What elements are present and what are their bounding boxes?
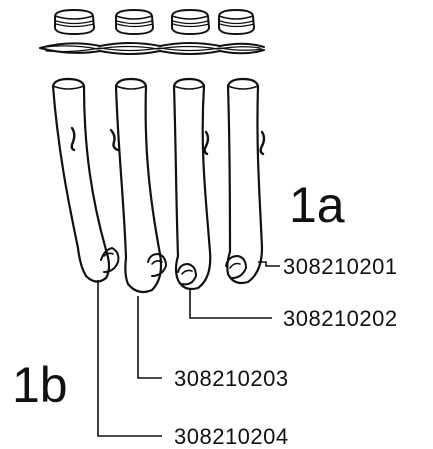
leader-line-308210202 [189,290,272,319]
part-number-308210201: 308210201 [283,254,398,279]
cap-1 [54,8,96,36]
group-label-1b: 1b [12,357,68,413]
leader-line-308210203 [137,296,162,379]
group-label-1a: 1a [289,177,345,233]
cap-2 [115,8,155,36]
gasket-strip [39,42,265,55]
tube-4 [225,77,266,285]
cap-3 [171,8,211,36]
cap-4 [218,8,256,36]
tube-1 [51,77,120,283]
leader-line-308210201 [258,261,280,267]
tube-2 [109,77,167,294]
part-number-308210204: 308210204 [174,424,289,449]
tube-3 [172,77,212,291]
leader-line-308210204 [97,280,162,437]
part-number-308210202: 308210202 [283,306,398,331]
part-number-308210203: 308210203 [174,366,289,391]
